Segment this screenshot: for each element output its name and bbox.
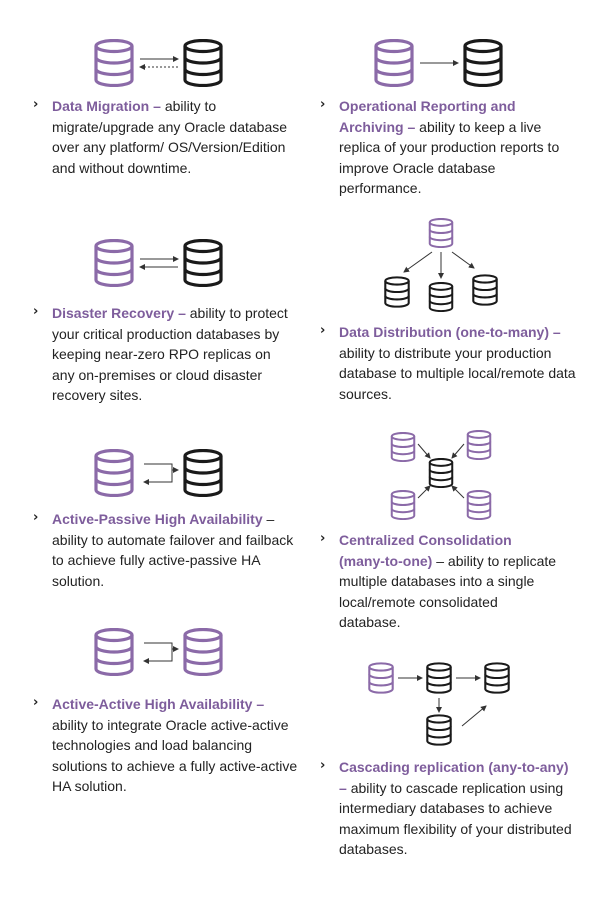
data-distribution-diagram [384,218,498,312]
intermediary-database-icon [426,662,452,694]
feature-cascading-replication: › Cascading replication (any-to-any) – a… [320,758,572,858]
disaster-recovery-diagram [94,239,223,287]
chevron-right-icon: › [320,97,326,112]
source-database-icon [466,490,492,520]
arrow-left-icon [143,649,173,664]
arrow-icon [417,443,431,459]
cascading-replication-diagram [368,662,510,746]
target-database-icon [484,662,510,694]
target-database-icon [428,282,454,312]
replica-database-icon [183,239,223,287]
feature-title: Centralized Consolidation (many-to-one) [339,532,512,569]
feature-title: Active-Passive High Availability [52,511,263,527]
arrow-icon [417,485,431,499]
feature-centralized-consolidation: › Centralized Consolidation (many-to-one… [320,531,557,631]
source-database-icon [390,432,416,462]
source-database-icon [428,218,454,248]
source-database-icon [94,39,134,87]
feature-disaster-recovery: › Disaster Recovery – ability to protect… [33,304,288,403]
arrow-down-right-icon [451,251,475,269]
target-database-icon [384,276,410,308]
source-database-icon [390,490,416,520]
reporting-database-icon [463,39,503,87]
chevron-right-icon: › [33,97,39,112]
arrow-up-right-icon [461,705,487,727]
feature-title: Cascading replication (any-to-any) [339,759,569,775]
feature-title: Active-Active High Availability [52,696,253,712]
chevron-right-icon: › [33,695,39,710]
feature-description: ability to distribute your production da… [339,344,576,402]
feature-title: Data Migration [52,98,150,114]
passive-database-icon [183,449,223,497]
source-database-icon [466,430,492,460]
feature-description: ability to automate failover and failbac… [52,531,294,589]
target-database-icon [472,274,498,306]
active-database-icon [94,628,134,676]
production-database-icon [374,39,414,87]
operational-reporting-diagram [374,39,503,87]
data-migration-diagram [94,39,223,87]
chevron-right-icon: › [33,510,39,525]
feature-operational-reporting: › Operational Reporting and Archiving – … [320,97,560,197]
active-active-diagram [94,628,223,676]
target-database-icon [183,39,223,87]
arrow-right-icon [144,463,179,473]
arrow-icon [451,485,465,499]
active-passive-diagram [94,449,223,497]
chevron-right-icon: › [320,323,326,338]
feature-description: ability to integrate Oracle active-activ… [52,716,298,795]
consolidated-database-icon [428,458,454,488]
chevron-right-icon: › [320,758,326,773]
feature-title: Data Distribution (one-to-many) [339,324,549,340]
chevron-right-icon: › [320,531,326,546]
primary-database-icon [94,239,134,287]
feature-active-passive-ha: › Active-Passive High Availability – abi… [33,510,294,589]
feature-description: ability to protect your critical product… [52,305,288,403]
feature-data-distribution: › Data Distribution (one-to-many) – abil… [320,323,576,402]
feature-description: ability to replicate multiple databases … [339,552,557,631]
feature-data-migration: › Data Migration – ability to migrate/up… [33,97,288,176]
feature-active-active-ha: › Active-Active High Availability – abil… [33,695,298,795]
chevron-right-icon: › [33,304,39,319]
arrow-icon [451,443,465,459]
arrow-left-icon [143,470,173,485]
feature-description: ability to migrate/upgrade any Oracle da… [52,98,288,176]
feature-title: Disaster Recovery [52,305,175,321]
arrow-right-icon [144,642,179,652]
centralized-consolidation-diagram [390,430,492,520]
active-database-icon [94,449,134,497]
arrow-down-left-icon [403,251,433,273]
source-database-icon [368,662,394,694]
active-database-icon [183,628,223,676]
feature-title: Operational Reporting and Archiving [339,98,516,135]
feature-description: ability to keep a live replica of your p… [339,118,560,197]
intermediary-database-icon [426,714,452,746]
feature-description: ability to cascade replication using int… [339,779,572,858]
